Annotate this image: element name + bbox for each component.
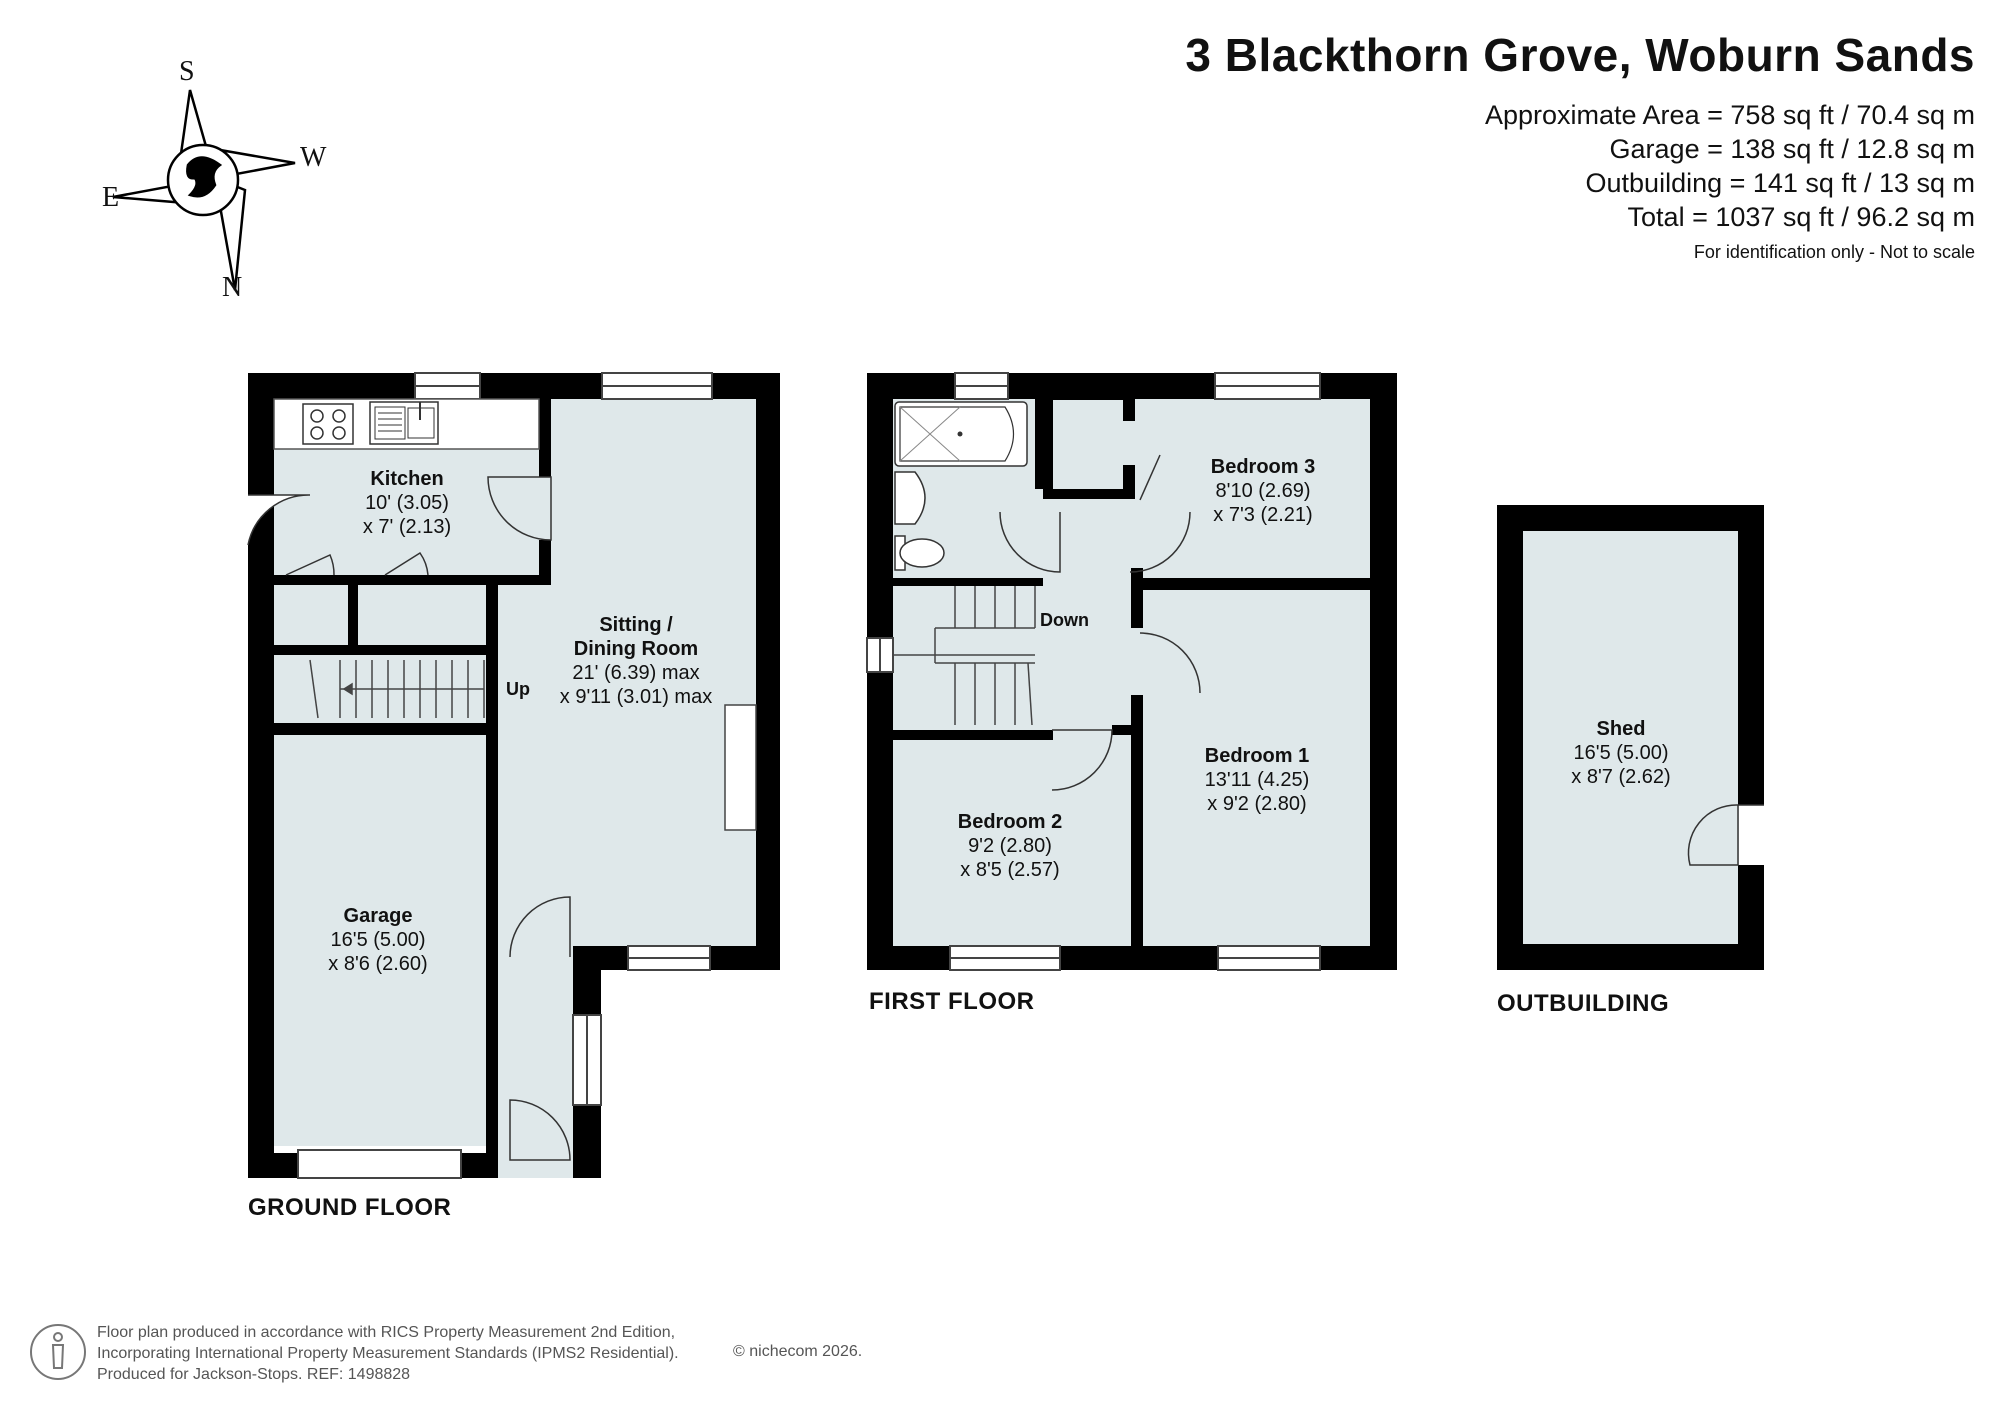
area-line: Garage = 138 sq ft / 12.8 sq m: [1609, 134, 1975, 164]
person-icon: [30, 1324, 86, 1380]
room-sitting-dining: Sitting / Dining Room 21' (6.39) max x 9…: [560, 613, 712, 709]
area-line: Outbuilding = 141 sq ft / 13 sq m: [1585, 168, 1975, 198]
room-name: Bedroom 2: [957, 811, 1063, 833]
room-bedroom-3: Bedroom 3 8'10 (2.69) x 7'3 (2.21): [1211, 455, 1315, 527]
room-dimension: x 7' (2.13): [362, 516, 452, 538]
stairs-up-label: Up: [506, 679, 530, 699]
room-dimension: 10' (3.05): [365, 492, 449, 514]
room-dimension: x 8'6 (2.60): [328, 953, 428, 975]
property-title: 3 Blackthorn Grove, Woburn Sands: [1185, 29, 1975, 81]
compass-north-label: N: [222, 272, 243, 303]
room-dimension: 21' (6.39) max: [572, 662, 700, 684]
footer-line: Floor plan produced in accordance with R…: [97, 1324, 676, 1341]
room-bedroom-1: Bedroom 1 13'11 (4.25) x 9'2 (2.80): [1205, 744, 1310, 816]
footer-line: Produced for Jackson-Stops. REF: 1498828: [97, 1366, 411, 1383]
first-floor-plan: [866, 372, 1397, 971]
ground-floor-plan: [247, 372, 780, 1179]
room-shed: Shed 16'5 (5.00) x 8'7 (2.62): [1571, 717, 1670, 789]
area-summary: Approximate Area = 758 sq ft / 70.4 sq m…: [1485, 98, 1975, 234]
compass-east-label: E: [102, 182, 120, 213]
compass-rose-icon: [112, 89, 296, 291]
room-dimension: 16'5 (5.00): [330, 929, 426, 951]
room-name: Kitchen: [370, 468, 444, 490]
outbuilding-plan: [1497, 505, 1764, 970]
outbuilding-label: OUTBUILDING: [1497, 990, 1670, 1017]
footer-line: Incorporating International Property Mea…: [97, 1345, 679, 1362]
room-name: Sitting /: [599, 614, 673, 636]
footer-notes: Floor plan produced in accordance with R…: [97, 1322, 679, 1385]
area-line: Total = 1037 sq ft / 96.2 sq m: [1627, 202, 1975, 232]
room-bedroom-2: Bedroom 2 9'2 (2.80) x 8'5 (2.57): [958, 810, 1062, 882]
room-name: Shed: [1596, 718, 1646, 740]
room-name: Dining Room: [573, 638, 699, 660]
stairs-down-label: Down: [1040, 610, 1089, 630]
room-dimension: x 8'7 (2.62): [1571, 766, 1671, 788]
room-dimension: 9'2 (2.80): [968, 835, 1052, 857]
room-name: Bedroom 3: [1210, 456, 1316, 478]
room-dimension: 8'10 (2.69): [1215, 480, 1311, 502]
room-dimension: x 8'5 (2.57): [960, 859, 1060, 881]
scale-disclaimer: For identification only - Not to scale: [1693, 242, 1975, 262]
ground-floor-label: GROUND FLOOR: [248, 1194, 452, 1221]
room-dimension: 16'5 (5.00): [1573, 742, 1669, 764]
compass-south-label: S: [179, 56, 195, 87]
compass-west-label: W: [300, 142, 327, 173]
room-dimension: x 9'11 (3.01) max: [559, 686, 713, 708]
room-name: Garage: [343, 905, 413, 927]
room-dimension: x 9'2 (2.80): [1207, 793, 1307, 815]
room-kitchen: Kitchen 10' (3.05) x 7' (2.13): [363, 467, 451, 539]
room-name: Bedroom 1: [1204, 745, 1310, 767]
room-dimension: 13'11 (4.25): [1204, 769, 1310, 791]
room-garage: Garage 16'5 (5.00) x 8'6 (2.60): [328, 904, 427, 976]
first-floor-label: FIRST FLOOR: [869, 988, 1035, 1015]
area-line: Approximate Area = 758 sq ft / 70.4 sq m: [1484, 100, 1975, 130]
copyright-text: © nichecom 2026.: [733, 1343, 863, 1360]
room-dimension: x 7'3 (2.21): [1213, 504, 1313, 526]
